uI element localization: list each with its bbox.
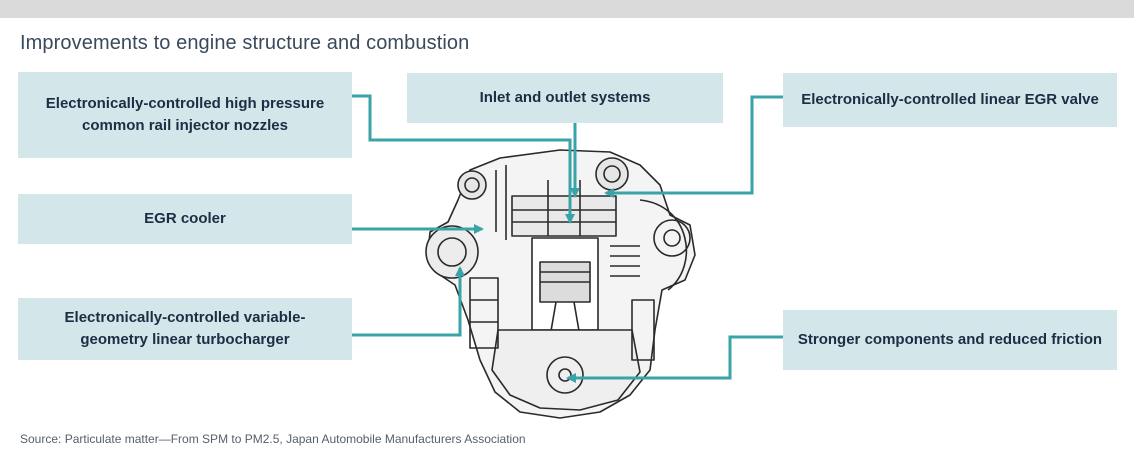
top-bar bbox=[0, 0, 1134, 18]
source-note: Source: Particulate matter—From SPM to P… bbox=[20, 432, 526, 446]
label-text: Electronically-controlled variable-geome… bbox=[64, 309, 306, 348]
label-injector-nozzles: Electronically-controlled high pressure … bbox=[18, 72, 352, 158]
diagram-title: Improvements to engine structure and com… bbox=[20, 32, 470, 54]
connector-turbo bbox=[352, 266, 465, 337]
connector-components bbox=[566, 335, 783, 383]
connector-injector bbox=[352, 94, 575, 224]
label-text: EGR cooler bbox=[144, 210, 226, 227]
label-components-friction: Stronger components and reduced friction bbox=[783, 310, 1117, 370]
label-egr-cooler: EGR cooler bbox=[18, 194, 352, 244]
engine-illustration bbox=[425, 149, 696, 419]
label-text: Inlet and outlet systems bbox=[479, 89, 651, 106]
label-text: Stronger components and reduced friction bbox=[797, 331, 1103, 348]
label-egr-valve: Electronically-controlled linear EGR val… bbox=[783, 73, 1117, 127]
label-turbocharger: Electronically-controlled variable-geome… bbox=[18, 298, 352, 360]
label-text: Electronically-controlled high pressure … bbox=[45, 95, 325, 134]
label-text: Electronically-controlled linear EGR val… bbox=[801, 91, 1099, 108]
label-inlet-outlet: Inlet and outlet systems bbox=[407, 73, 723, 123]
connector-egr-valve bbox=[604, 95, 783, 198]
